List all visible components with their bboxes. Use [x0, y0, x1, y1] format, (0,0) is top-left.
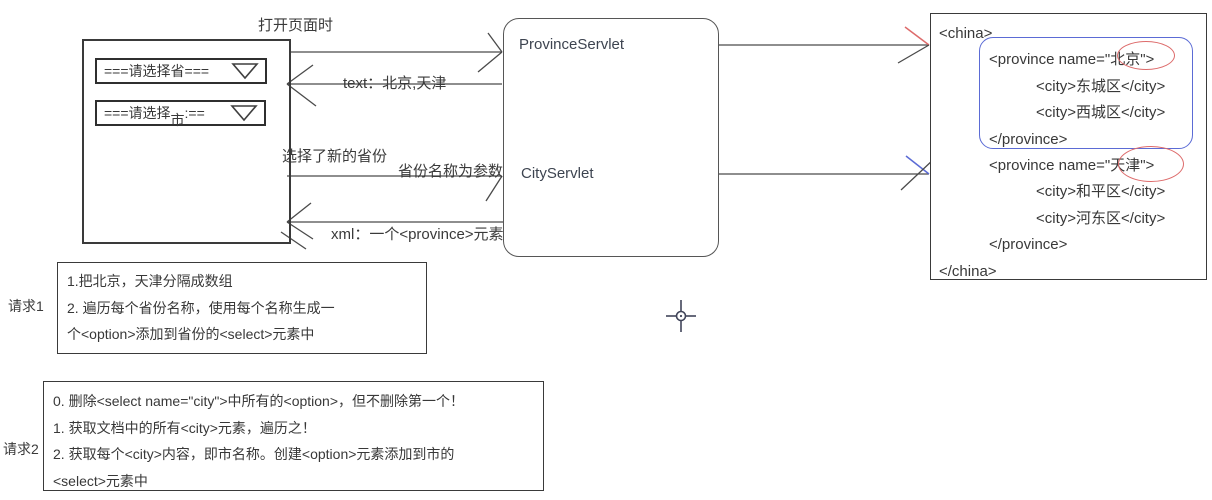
xml-code-line: </china> [939, 262, 997, 280]
tianjin-circle-annotation [1118, 146, 1184, 182]
city-servlet-label: CityServlet [521, 165, 594, 182]
xml-code-line: </province> [989, 130, 1068, 148]
province-highlight-box [979, 37, 1193, 149]
request2-tag: 请求2 [3, 441, 39, 457]
city-select[interactable]: ===请选择市:== [95, 100, 266, 128]
open-page-label: 打开页面时 [258, 17, 334, 34]
note-line: 个<option>添加到省份的<select>元素中 [67, 326, 315, 343]
crosshair-cursor [666, 300, 696, 332]
dropdown-arrow-icon [231, 62, 259, 80]
request1-tag: 请求1 [8, 298, 44, 314]
province-select-label: ===请选择省=== [104, 63, 210, 79]
xml-code-line: <city>和平区</city> [1036, 183, 1166, 201]
city-select-label: ===请选择市:== [104, 105, 205, 128]
xml-code-line: <city>东城区</city> [1036, 77, 1166, 95]
note-line: 1.把北京，天津分隔成数组 [67, 273, 233, 289]
xml-code-line: <province name="北京"> [989, 51, 1155, 69]
xml-code-line: <province name="天津"> [989, 157, 1155, 175]
province-servlet-label: ProvinceServlet [519, 36, 625, 53]
xml-code-line: <china> [939, 25, 993, 42]
note-line: 2. 获取每个<city>内容，即市名称。创建<option>元素添加到市的 [53, 446, 455, 463]
browser-window-box: ===请选择省=== ===请选择市:== [82, 39, 291, 244]
dropdown-arrow-icon [230, 104, 258, 122]
xml-code-line: </province> [989, 236, 1068, 254]
xml-code-line: <city>西城区</city> [1036, 104, 1166, 122]
xml-code-line: <city>河东区</city> [1036, 209, 1166, 227]
beijing-circle-annotation [1117, 41, 1175, 70]
arrow-open-page [290, 32, 503, 73]
xml-response-label: xml：一个<province>元素 [331, 226, 504, 243]
note-line: 2. 遍历每个省份名称，使用每个名称生成一 [67, 299, 335, 316]
new-province-label: 选择了新的省份 [282, 148, 388, 165]
request1-note-box: 1.把北京，天津分隔成数组 2. 遍历每个省份名称，使用每个名称生成一 个<op… [57, 262, 427, 354]
request2-note-box: 0. 删除<select name="city">中所有的<option>，但不… [43, 381, 544, 491]
servlet-container-box [503, 18, 719, 257]
xml-panel: <china> <province name="北京"> <city>东城区</… [930, 13, 1207, 280]
text-response-label: text：北京,天津 [343, 75, 447, 92]
note-line: 1. 获取文档中的所有<city>元素，遍历之！ [53, 419, 316, 436]
note-line: 0. 删除<select name="city">中所有的<option>，但不… [53, 393, 465, 409]
province-param-label: 省份名称为参数 [398, 163, 504, 180]
province-select[interactable]: ===请选择省=== [95, 58, 267, 84]
note-line: <select>元素中 [53, 472, 148, 489]
